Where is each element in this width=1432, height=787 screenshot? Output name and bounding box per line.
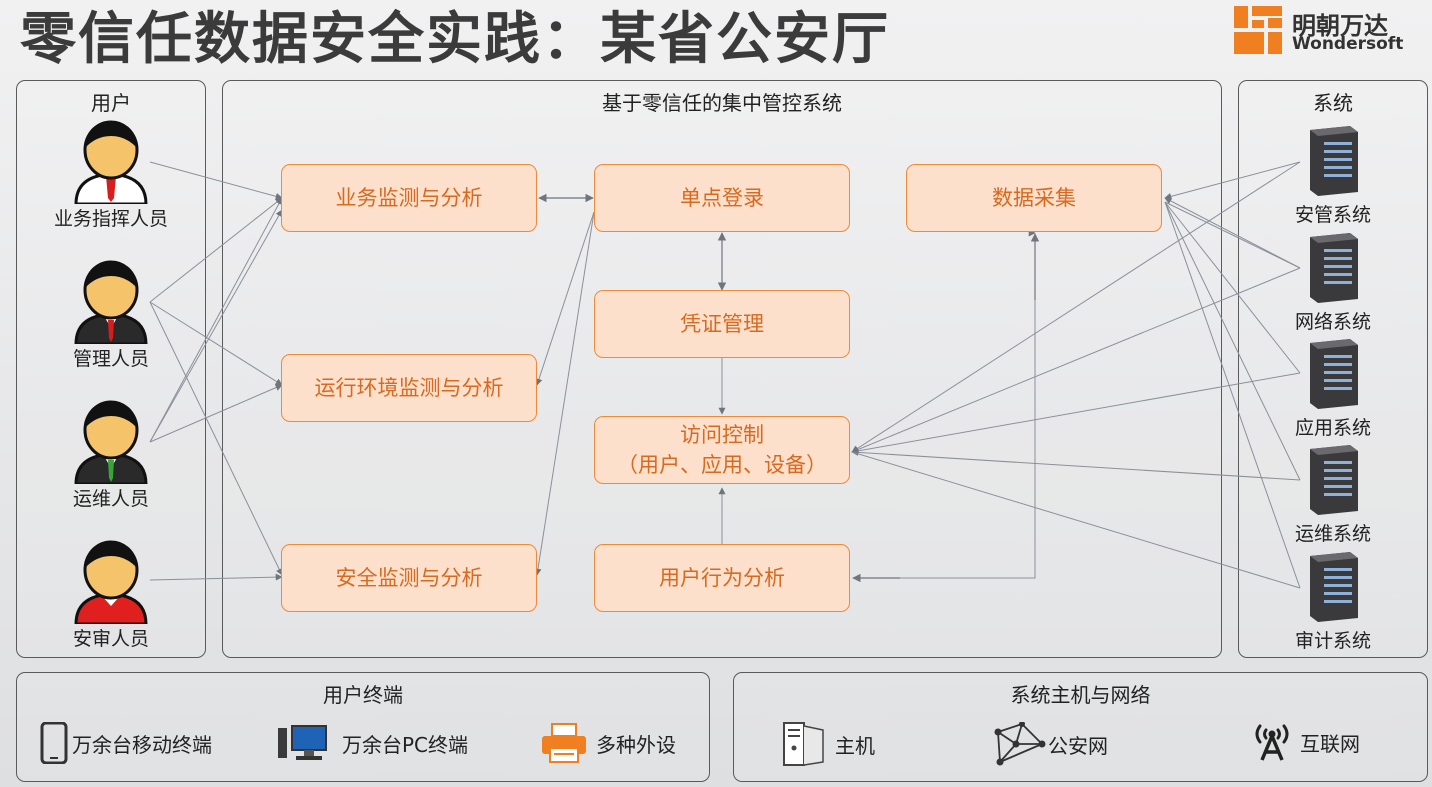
system-label: 运维系统 (1294, 523, 1371, 545)
user-manager: 管理人员 (36, 258, 186, 371)
user-label: 管理人员 (72, 348, 149, 370)
systems-panel-title: 系统 (1313, 91, 1353, 115)
page-title: 零信任数据安全实践：某省公安厅 (20, 7, 890, 72)
system-network: 网络系统 (1263, 231, 1403, 334)
box-data-collection: 数据采集 (906, 164, 1162, 232)
user-ops: 运维人员 (36, 398, 186, 511)
printer-icon (542, 723, 586, 763)
server-icon (1310, 445, 1358, 515)
server-icon (1310, 126, 1358, 196)
logo-en: Wondersoft (1292, 34, 1404, 54)
terminal-mobile: 万余台移动终端 (40, 722, 212, 764)
terminal-pc: 万余台PC终端 (278, 724, 468, 762)
user-label: 业务指挥人员 (53, 208, 168, 230)
person-icon (74, 260, 148, 346)
server-icon (1310, 339, 1358, 409)
infra-panel-title: 系统主机与网络 (1010, 683, 1151, 707)
system-security-mgmt: 安管系统 (1263, 124, 1403, 227)
system-label: 安管系统 (1294, 204, 1371, 226)
user-label: 安审人员 (72, 628, 149, 650)
server-icon (1310, 552, 1358, 622)
infra-internet: 互联网 (1252, 722, 1360, 762)
infra-label: 公安网 (1048, 733, 1108, 758)
box-single-sign-on: 单点登录 (594, 164, 850, 232)
users-panel-title: 用户 (91, 91, 131, 115)
box-environment-monitoring: 运行环境监测与分析 (281, 354, 537, 422)
system-audit: 审计系统 (1263, 550, 1403, 653)
terminals-panel-title: 用户终端 (323, 683, 403, 707)
terminal-peripheral: 多种外设 (540, 722, 676, 764)
user-label: 运维人员 (72, 488, 149, 510)
system-application: 应用系统 (1263, 337, 1403, 440)
antenna-icon (1255, 724, 1289, 761)
phone-icon (40, 722, 68, 764)
company-logo: 明朝万达 Wondersoft (1234, 6, 1424, 54)
person-icon (74, 540, 148, 626)
infra-host: 主机 (783, 722, 875, 766)
box-user-behavior-analysis: 用户行为分析 (594, 544, 850, 612)
user-commander: 业务指挥人员 (36, 118, 186, 231)
infra-label: 互联网 (1300, 731, 1360, 756)
box-access-control: 访问控制 （用户、应用、设备） (594, 416, 850, 484)
terminal-label: 万余台移动终端 (72, 732, 212, 757)
person-icon (74, 120, 148, 206)
infra-police-network: 公安网 (992, 722, 1108, 766)
terminals-panel: 用户终端 (16, 672, 710, 782)
box-business-monitoring: 业务监测与分析 (281, 164, 537, 232)
logo-cn: 明朝万达 (1292, 12, 1388, 40)
system-operations: 运维系统 (1263, 443, 1403, 546)
person-icon (74, 400, 148, 486)
box-credential-management: 凭证管理 (594, 290, 850, 358)
host-icon (783, 722, 824, 766)
center-panel-title: 基于零信任的集中管控系统 (602, 91, 842, 115)
user-auditor: 安审人员 (36, 538, 186, 651)
pc-icon (278, 725, 327, 760)
server-icon (1310, 233, 1358, 303)
system-label: 网络系统 (1294, 311, 1371, 333)
system-label: 应用系统 (1294, 417, 1371, 439)
system-label: 审计系统 (1294, 630, 1371, 652)
infra-label: 主机 (835, 733, 875, 758)
logo-mark-icon (1234, 6, 1282, 54)
network-icon (994, 722, 1046, 766)
box-security-monitoring: 安全监测与分析 (281, 544, 537, 612)
terminal-label: 多种外设 (596, 732, 676, 757)
terminal-label: 万余台PC终端 (342, 732, 469, 757)
infra-panel: 系统主机与网络 (733, 672, 1428, 782)
